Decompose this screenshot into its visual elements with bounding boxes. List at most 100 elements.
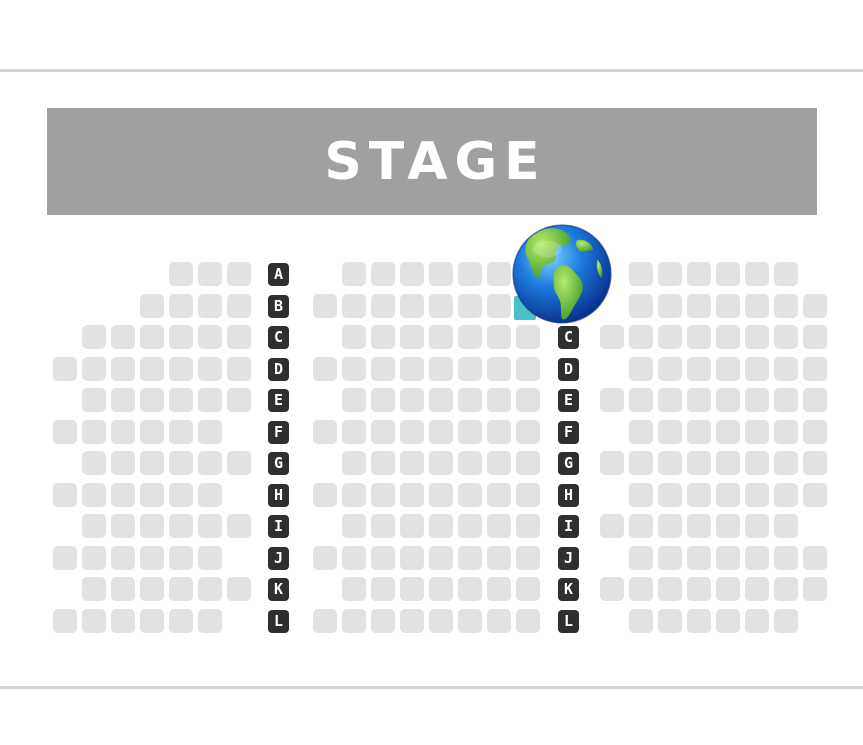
seat-K-right-5[interactable]	[716, 577, 740, 601]
seat-B-left-7[interactable]	[227, 294, 251, 318]
seat-F-right-3[interactable]	[658, 420, 682, 444]
seat-C-right-5[interactable]	[716, 325, 740, 349]
seat-J-middle-8[interactable]	[516, 546, 540, 570]
seat-D-right-5[interactable]	[716, 357, 740, 381]
seat-L-middle-2[interactable]	[342, 609, 366, 633]
seat-I-left-7[interactable]	[227, 514, 251, 538]
seat-I-left-2[interactable]	[82, 514, 106, 538]
seat-C-middle-7[interactable]	[487, 325, 511, 349]
seat-G-middle-8[interactable]	[516, 451, 540, 475]
seat-E-right-6[interactable]	[745, 388, 769, 412]
seat-J-left-1[interactable]	[53, 546, 77, 570]
seat-F-right-5[interactable]	[716, 420, 740, 444]
seat-E-middle-2[interactable]	[342, 388, 366, 412]
seat-J-middle-7[interactable]	[487, 546, 511, 570]
seat-F-middle-3[interactable]	[371, 420, 395, 444]
seat-K-left-6[interactable]	[198, 577, 222, 601]
seat-J-middle-5[interactable]	[429, 546, 453, 570]
seat-E-right-2[interactable]	[629, 388, 653, 412]
seat-I-left-3[interactable]	[111, 514, 135, 538]
seat-C-right-7[interactable]	[774, 325, 798, 349]
seat-H-middle-7[interactable]	[487, 483, 511, 507]
seat-F-middle-8[interactable]	[516, 420, 540, 444]
seat-I-middle-3[interactable]	[371, 514, 395, 538]
seat-C-right-4[interactable]	[687, 325, 711, 349]
seat-E-left-6[interactable]	[198, 388, 222, 412]
seat-J-right-7[interactable]	[774, 546, 798, 570]
seat-D-left-5[interactable]	[169, 357, 193, 381]
seat-F-middle-2[interactable]	[342, 420, 366, 444]
seat-K-right-1[interactable]	[600, 577, 624, 601]
seat-G-middle-5[interactable]	[429, 451, 453, 475]
seat-I-left-5[interactable]	[169, 514, 193, 538]
seat-I-right-4[interactable]	[687, 514, 711, 538]
seat-D-left-7[interactable]	[227, 357, 251, 381]
seat-F-right-2[interactable]	[629, 420, 653, 444]
seat-L-right-7[interactable]	[774, 609, 798, 633]
seat-G-right-4[interactable]	[687, 451, 711, 475]
seat-H-middle-1[interactable]	[313, 483, 337, 507]
seat-D-middle-2[interactable]	[342, 357, 366, 381]
seat-E-left-3[interactable]	[111, 388, 135, 412]
seat-I-right-2[interactable]	[629, 514, 653, 538]
seat-H-left-1[interactable]	[53, 483, 77, 507]
seat-L-right-6[interactable]	[745, 609, 769, 633]
seat-A-right-2[interactable]	[629, 262, 653, 286]
seat-D-middle-4[interactable]	[400, 357, 424, 381]
seat-A-middle-2[interactable]	[342, 262, 366, 286]
seat-L-middle-4[interactable]	[400, 609, 424, 633]
seat-K-left-3[interactable]	[111, 577, 135, 601]
seat-A-middle-5[interactable]	[429, 262, 453, 286]
seat-D-right-3[interactable]	[658, 357, 682, 381]
seat-F-middle-4[interactable]	[400, 420, 424, 444]
seat-K-middle-8[interactable]	[516, 577, 540, 601]
seat-A-right-6[interactable]	[745, 262, 769, 286]
seat-H-middle-6[interactable]	[458, 483, 482, 507]
seat-F-left-3[interactable]	[111, 420, 135, 444]
seat-B-right-8[interactable]	[803, 294, 827, 318]
seat-K-middle-2[interactable]	[342, 577, 366, 601]
seat-G-left-6[interactable]	[198, 451, 222, 475]
seat-J-left-6[interactable]	[198, 546, 222, 570]
seat-D-left-2[interactable]	[82, 357, 106, 381]
seat-C-middle-5[interactable]	[429, 325, 453, 349]
seat-A-middle-3[interactable]	[371, 262, 395, 286]
seat-K-middle-7[interactable]	[487, 577, 511, 601]
seat-H-right-2[interactable]	[629, 483, 653, 507]
seat-C-left-2[interactable]	[82, 325, 106, 349]
seat-E-left-2[interactable]	[82, 388, 106, 412]
seat-G-left-7[interactable]	[227, 451, 251, 475]
seat-J-right-2[interactable]	[629, 546, 653, 570]
seat-C-right-1[interactable]	[600, 325, 624, 349]
seat-B-right-2[interactable]	[629, 294, 653, 318]
seat-K-middle-6[interactable]	[458, 577, 482, 601]
seat-E-middle-8[interactable]	[516, 388, 540, 412]
seat-L-left-6[interactable]	[198, 609, 222, 633]
seat-F-left-6[interactable]	[198, 420, 222, 444]
seat-J-left-3[interactable]	[111, 546, 135, 570]
seat-A-left-7[interactable]	[227, 262, 251, 286]
seat-F-middle-1[interactable]	[313, 420, 337, 444]
seat-K-right-4[interactable]	[687, 577, 711, 601]
seat-H-left-6[interactable]	[198, 483, 222, 507]
seat-J-middle-4[interactable]	[400, 546, 424, 570]
seat-E-right-7[interactable]	[774, 388, 798, 412]
seat-G-right-7[interactable]	[774, 451, 798, 475]
seat-C-middle-6[interactable]	[458, 325, 482, 349]
seat-J-middle-3[interactable]	[371, 546, 395, 570]
seat-B-middle-5[interactable]	[429, 294, 453, 318]
seat-H-right-5[interactable]	[716, 483, 740, 507]
seat-H-right-6[interactable]	[745, 483, 769, 507]
seat-D-middle-7[interactable]	[487, 357, 511, 381]
seat-E-middle-7[interactable]	[487, 388, 511, 412]
seat-D-left-3[interactable]	[111, 357, 135, 381]
seat-H-middle-2[interactable]	[342, 483, 366, 507]
seat-B-left-4[interactable]	[140, 294, 164, 318]
seat-D-right-7[interactable]	[774, 357, 798, 381]
seat-L-right-4[interactable]	[687, 609, 711, 633]
seat-L-middle-6[interactable]	[458, 609, 482, 633]
seat-F-middle-7[interactable]	[487, 420, 511, 444]
seat-J-right-3[interactable]	[658, 546, 682, 570]
seat-B-middle-4[interactable]	[400, 294, 424, 318]
seat-I-middle-4[interactable]	[400, 514, 424, 538]
